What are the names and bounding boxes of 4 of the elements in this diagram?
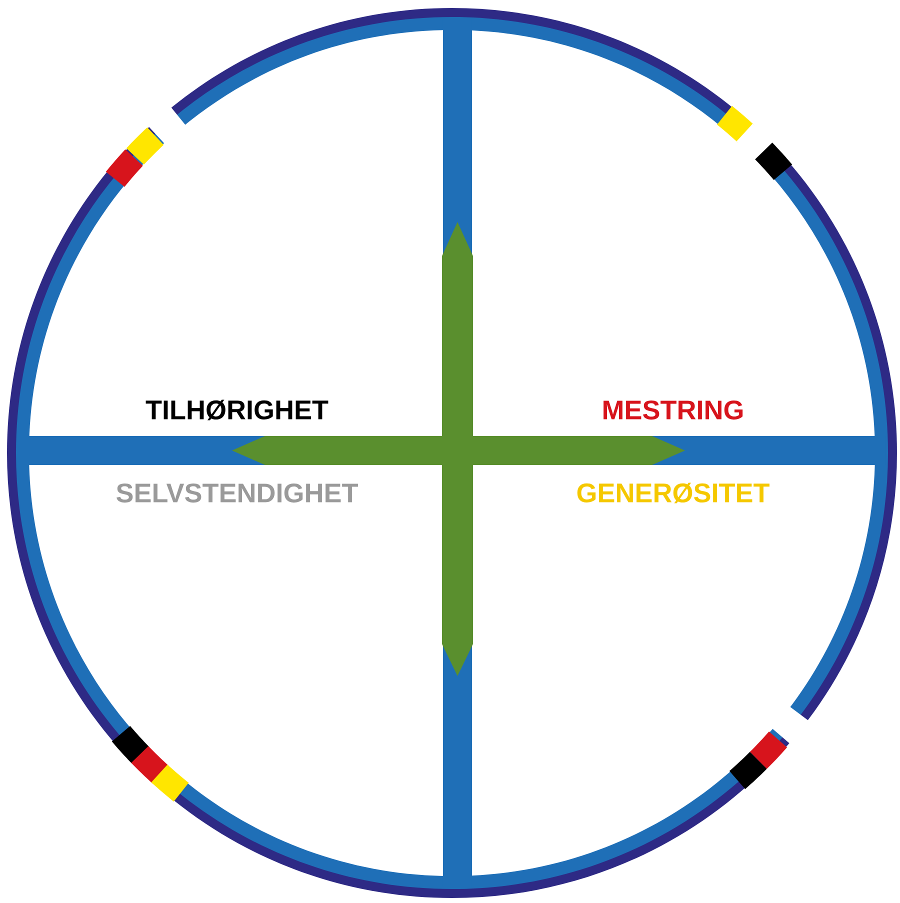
quadrant-label: MESTRING xyxy=(604,400,743,420)
quadrant-label: SELVSTENDIGHET xyxy=(116,483,358,503)
quadrant-label: GENERØSITET xyxy=(577,482,770,504)
quadrant-label: TILHØRIGHET xyxy=(146,400,328,420)
